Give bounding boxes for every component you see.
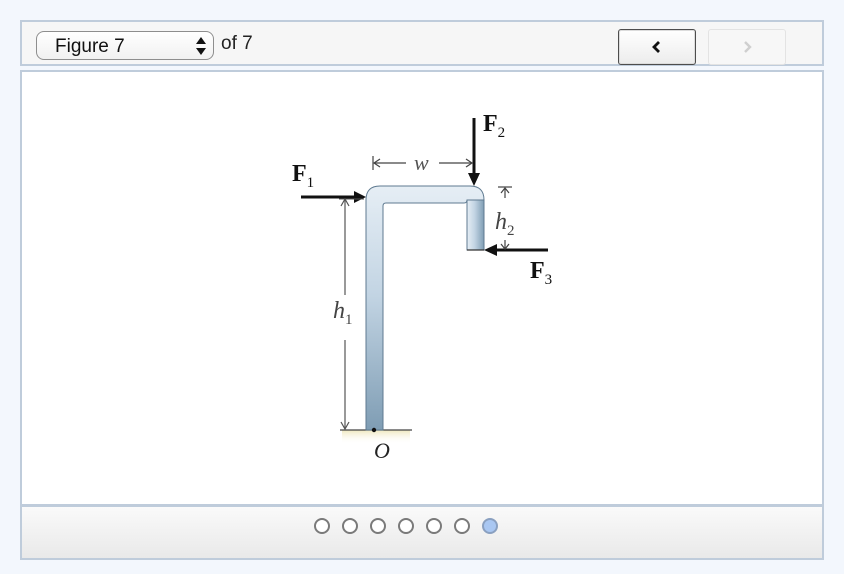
- svg-text:F3: F3: [530, 258, 552, 288]
- figure-toolbar: Figure 7 of 7: [20, 20, 824, 66]
- pager-dot-4[interactable]: [398, 518, 414, 534]
- label-O: O: [374, 438, 390, 463]
- svg-text:F1: F1: [292, 161, 314, 191]
- chevron-right-icon: [744, 41, 752, 53]
- label-w: w: [414, 150, 429, 175]
- figure-select[interactable]: Figure 7: [36, 31, 214, 60]
- label-F1: F: [292, 161, 307, 187]
- figure-count-text: of 7: [221, 33, 253, 54]
- ground-surface: [342, 430, 410, 444]
- pager-dot-2[interactable]: [342, 518, 358, 534]
- next-figure-button[interactable]: [708, 29, 786, 65]
- svg-text:h2: h2: [495, 209, 515, 239]
- svg-text:h1: h1: [333, 298, 353, 328]
- label-h1: h: [333, 298, 345, 324]
- pager-dots: [314, 518, 498, 534]
- select-updown-arrows-icon: [196, 37, 206, 55]
- pager-dot-5[interactable]: [426, 518, 442, 534]
- figure-select-value: Figure 7: [55, 36, 125, 57]
- pager-dot-7-active[interactable]: [482, 518, 498, 534]
- figure-viewer: O F1 F2 F3 w h1 h2: [20, 70, 824, 506]
- label-h2: h: [495, 209, 507, 235]
- pager-dot-3[interactable]: [370, 518, 386, 534]
- pipe-force-diagram: O F1 F2 F3 w h1 h2: [292, 111, 552, 463]
- svg-text:F2: F2: [483, 111, 505, 141]
- pager-dot-6[interactable]: [454, 518, 470, 534]
- label-F3: F: [530, 258, 545, 284]
- pager-dot-1[interactable]: [314, 518, 330, 534]
- chevron-left-icon: [652, 41, 660, 53]
- label-F2: F: [483, 111, 498, 137]
- previous-figure-button[interactable]: [618, 29, 696, 65]
- figure-pager: [20, 504, 824, 560]
